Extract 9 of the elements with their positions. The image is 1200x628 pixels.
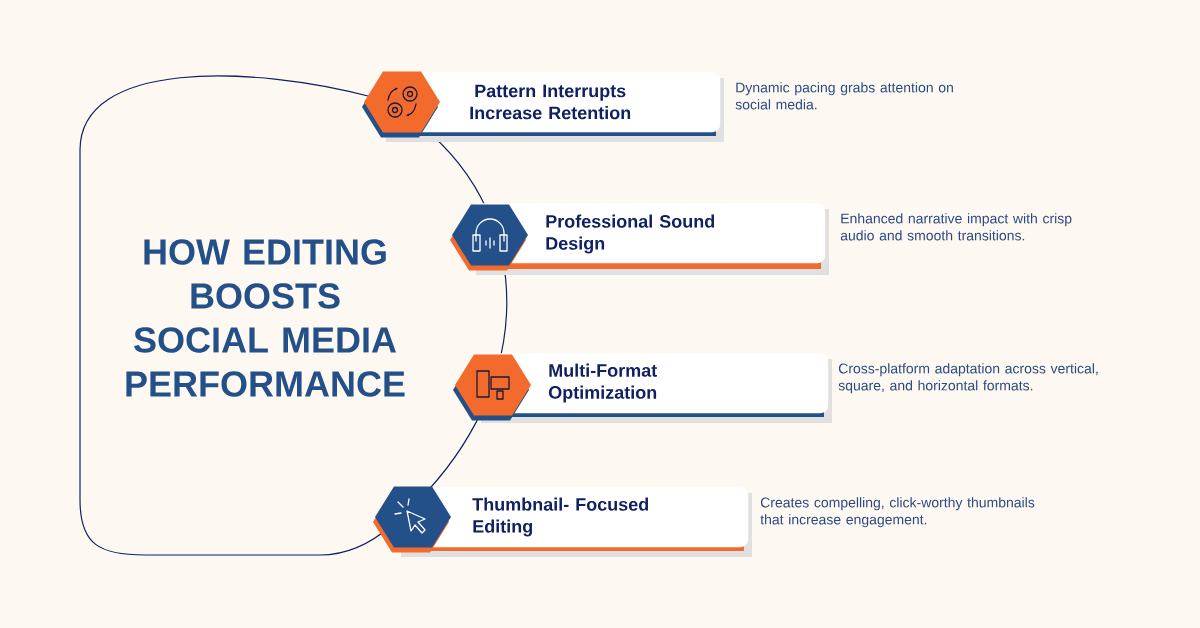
- card: Thumbnail- Focused Editing: [373, 486, 752, 557]
- description: Creates compelling, click-worthy thumbnails that increase engagement.: [760, 497, 1035, 528]
- description: Cross-platform adaptation across vertical, square, and horizontal formats.: [838, 363, 1098, 394]
- description: Enhanced narrative impact with crisp audio and smooth transitions.: [840, 213, 1072, 241]
- card: Multi-Format Optimization: [453, 353, 832, 423]
- title: HOW EDITING BOOSTS SOCIAL MEDIA PERFORMANCE: [126, 239, 405, 397]
- card: Pattern Interrupts Increase Retention: [362, 71, 724, 142]
- description: Dynamic pacing grabs attention on social media.: [735, 82, 953, 110]
- card: Professional Sound Design: [450, 203, 829, 275]
